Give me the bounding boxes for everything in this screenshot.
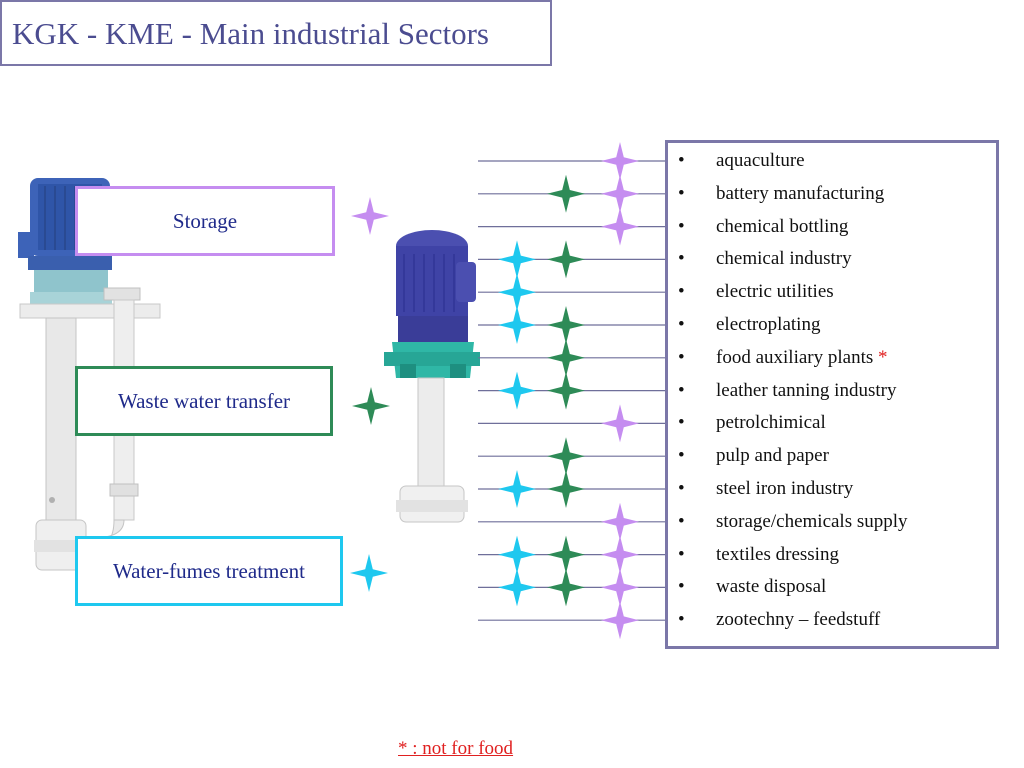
waste-star-icon — [547, 568, 585, 607]
waste-star-icon — [547, 306, 585, 344]
sector-label: zootechny – feedstuff — [716, 609, 881, 631]
bullet: • — [678, 150, 685, 171]
bullet: • — [678, 182, 685, 204]
bullet: • — [678, 215, 685, 237]
storage-box: Storage — [75, 186, 335, 256]
fumes-star-icon — [498, 306, 536, 344]
storage-star-icon — [601, 142, 639, 180]
sector-label: electric utilities — [716, 281, 834, 303]
bullet: • — [678, 314, 685, 335]
fumes-star-icon — [498, 240, 536, 279]
bullet: • — [678, 543, 685, 565]
connector-layer — [478, 142, 665, 640]
waste-water-transfer-box: Waste water transfer — [75, 366, 333, 436]
storage-label: Storage — [172, 208, 238, 233]
category-stars — [350, 197, 390, 592]
not-for-food-asterisk: * — [873, 346, 888, 368]
waste-water-star-icon — [352, 387, 390, 425]
sector-label: waste disposal — [716, 576, 827, 598]
water-fumes-treatment-box: Water-fumes treatment — [75, 536, 343, 606]
water-fumes-star-icon — [350, 554, 388, 592]
fumes-star-icon — [498, 568, 536, 607]
waste-star-icon — [547, 470, 585, 508]
waste-star-icon — [547, 338, 585, 377]
footnote: * : not for food — [398, 738, 514, 759]
fumes-star-icon — [498, 535, 536, 574]
waste-star-icon — [547, 174, 585, 213]
sector-label: chemical bottling — [716, 215, 849, 237]
sector-label: pulp and paper — [716, 445, 829, 467]
waste-star-icon — [547, 240, 585, 279]
storage-star-icon — [601, 535, 639, 574]
bullet: • — [678, 609, 685, 631]
sector-label: electroplating — [716, 314, 821, 335]
storage-star-icon — [601, 174, 639, 213]
sector-label: textiles dressing — [716, 543, 839, 565]
sector-label: aquaculture — [716, 150, 805, 171]
bullet: • — [678, 379, 685, 401]
page-title: KGK - KME - Main industrial Sectors — [12, 16, 489, 51]
sector-label: storage/chemicals supply — [716, 510, 908, 532]
bullet: • — [678, 510, 685, 532]
waste-star-icon — [547, 437, 585, 476]
storage-star-icon — [601, 404, 639, 443]
fumes-star-icon — [498, 470, 536, 508]
title-box: KGK - KME - Main industrial Sectors — [0, 0, 552, 66]
water-fumes-treatment-label: Water-fumes treatment — [112, 558, 306, 583]
sector-list: • aquaculture • battery manufacturing • chemi… — [665, 140, 999, 649]
sector-label: steel iron industry — [716, 478, 854, 499]
bullet: • — [678, 412, 685, 434]
bullet: • — [678, 576, 685, 598]
storage-star-icon — [601, 568, 639, 607]
sector-label: battery manufacturing — [716, 182, 885, 204]
waste-star-icon — [547, 535, 585, 574]
waste-water-transfer-label: Waste water transfer — [117, 388, 291, 413]
sector-label: food auxiliary plants * — [716, 346, 888, 368]
bullet: • — [678, 346, 685, 368]
storage-star-icon — [601, 502, 639, 541]
storage-star-icon — [601, 601, 639, 640]
storage-star-icon — [601, 207, 639, 246]
bullet: • — [678, 445, 685, 467]
waste-star-icon — [547, 371, 585, 410]
sector-label: leather tanning industry — [716, 379, 897, 401]
fumes-star-icon — [498, 273, 536, 312]
pump-illustration-center — [384, 230, 480, 523]
bullet: • — [678, 248, 685, 270]
bullet: • — [678, 281, 685, 303]
bullet: • — [678, 478, 685, 499]
fumes-star-icon — [498, 371, 536, 410]
sector-label: petrolchimical — [716, 412, 826, 434]
sector-label: chemical industry — [716, 248, 852, 270]
storage-star-icon — [351, 197, 389, 235]
